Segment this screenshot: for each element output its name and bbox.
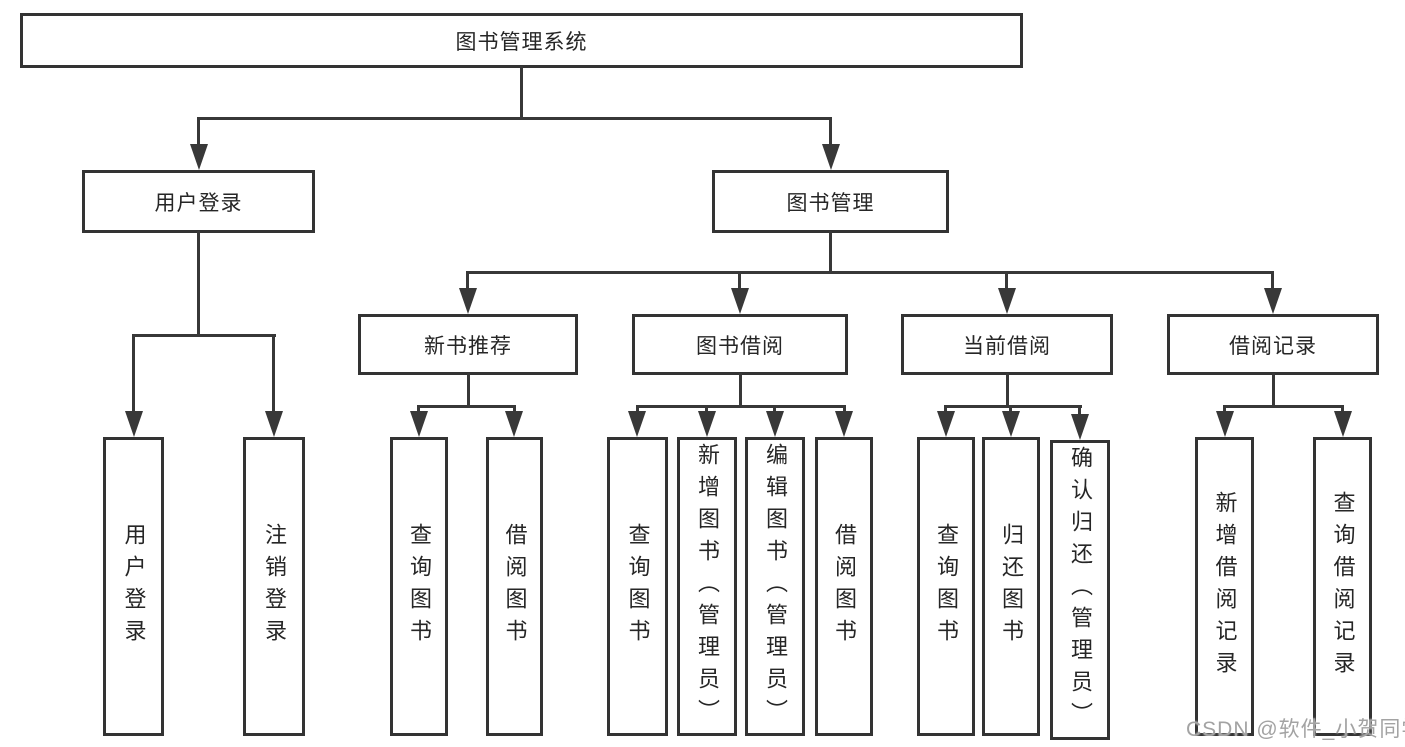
node-new-book-rec-label: 新书推荐: [424, 334, 512, 358]
leaf-return-books-label: 归还图书: [999, 522, 1024, 651]
arrow-down-icon: [998, 288, 1016, 314]
connector-leaf-drop: [843, 405, 846, 414]
leaf-user-login: 用户登录: [103, 437, 164, 736]
connector-modules-bus: [466, 271, 1274, 274]
node-current-borrow-label: 当前借阅: [963, 334, 1051, 358]
connector-leaf-drop: [1223, 405, 1226, 414]
node-borrow-records: 借阅记录: [1167, 314, 1379, 375]
leaf-borrow-query-books: 查询图书: [607, 437, 668, 736]
arrow-down-icon: [1071, 414, 1089, 440]
leaf-confirm-return-admin: 确认归还（管理员）: [1050, 440, 1110, 740]
connector-leaf-drop: [272, 334, 275, 414]
arrow-down-icon: [937, 411, 955, 437]
node-new-book-rec: 新书推荐: [358, 314, 578, 375]
arrow-down-icon: [265, 411, 283, 437]
arrow-down-icon: [190, 144, 208, 170]
leaf-cur-query-books-label: 查询图书: [934, 522, 959, 651]
connector-rec-stem: [467, 373, 470, 408]
node-book-borrow-label: 图书借阅: [696, 334, 784, 358]
node-book-mgmt-label: 图书管理: [786, 191, 875, 215]
arrow-down-icon: [125, 411, 143, 437]
arrow-down-icon: [698, 411, 716, 437]
leaf-query-borrow-record-label: 查询借阅记录: [1330, 490, 1356, 683]
node-borrow-records-label: 借阅记录: [1229, 334, 1317, 358]
arrow-down-icon: [1334, 411, 1352, 437]
connector-module-drop: [1271, 271, 1274, 291]
leaf-query-borrow-record: 查询借阅记录: [1313, 437, 1372, 736]
node-user-login-label: 用户登录: [154, 191, 243, 215]
connector-module-drop: [1005, 271, 1008, 291]
connector-user-login-stem: [197, 231, 200, 337]
node-user-login: 用户登录: [82, 170, 315, 233]
leaf-logout-label: 注销登录: [262, 522, 287, 651]
leaf-add-borrow-record-label: 新增借阅记录: [1212, 490, 1238, 683]
connector-leaf-drop: [705, 405, 708, 414]
connector-leaf-drop: [636, 405, 639, 414]
connector-leaf-drop: [513, 405, 516, 414]
connector-book-mgmt-stem: [829, 231, 832, 274]
connector-current-stem: [1006, 373, 1009, 408]
leaf-add-book-admin: 新增图书（管理员）: [677, 437, 737, 736]
arrow-down-icon: [628, 411, 646, 437]
arrow-down-icon: [1216, 411, 1234, 437]
csdn-watermark: CSDN @软件_小贺同学: [1186, 718, 1405, 741]
connector-borrow-stem: [739, 373, 742, 408]
leaf-rec-borrow-books-label: 借阅图书: [502, 522, 528, 651]
connector-leaf-drop: [773, 405, 776, 414]
arrow-down-icon: [410, 411, 428, 437]
connector-rec-bus: [417, 405, 516, 408]
leaf-add-borrow-record: 新增借阅记录: [1195, 437, 1254, 736]
node-current-borrow: 当前借阅: [901, 314, 1113, 375]
leaf-logout: 注销登录: [243, 437, 305, 736]
leaf-user-login-label: 用户登录: [121, 522, 147, 651]
arrow-down-icon: [1264, 288, 1282, 314]
arrow-down-icon: [459, 288, 477, 314]
connector-leaf-drop: [1078, 405, 1081, 417]
arrow-down-icon: [822, 144, 840, 170]
connector-leaf-drop: [417, 405, 420, 414]
connector-borrow-bus: [636, 405, 846, 408]
connector-user-login-drop: [197, 117, 200, 147]
arrow-down-icon: [835, 411, 853, 437]
leaf-confirm-return-admin-label: 确认归还（管理员）: [1068, 446, 1093, 734]
connector-leaf-drop: [1009, 405, 1012, 414]
connector-leaf-drop: [1341, 405, 1344, 414]
leaf-return-books: 归还图书: [982, 437, 1040, 736]
connector-module-drop: [738, 271, 741, 291]
arrow-down-icon: [766, 411, 784, 437]
connector-book-mgmt-drop: [829, 117, 832, 147]
leaf-cur-query-books: 查询图书: [917, 437, 975, 736]
connector-module-drop: [466, 271, 469, 291]
arrow-down-icon: [505, 411, 523, 437]
leaf-borrow-books-label: 借阅图书: [832, 522, 857, 651]
connector-records-stem: [1272, 373, 1275, 408]
connector-current-bus: [944, 405, 1082, 408]
leaf-borrow-books: 借阅图书: [815, 437, 873, 736]
connector-records-bus: [1223, 405, 1344, 408]
arrow-down-icon: [1002, 411, 1020, 437]
leaf-rec-query-books: 查询图书: [390, 437, 448, 736]
leaf-rec-query-books-label: 查询图书: [407, 522, 432, 651]
connector-leaf-drop: [132, 334, 135, 414]
connector-leaf-drop: [944, 405, 947, 414]
connector-user-login-bus: [132, 334, 276, 337]
leaf-rec-borrow-books: 借阅图书: [486, 437, 543, 736]
leaf-add-book-admin-label: 新增图书（管理员）: [695, 442, 720, 731]
leaf-edit-book-admin: 编辑图书（管理员）: [745, 437, 805, 736]
node-root-label: 图书管理系统: [455, 30, 588, 54]
leaf-edit-book-admin-label: 编辑图书（管理员）: [763, 442, 788, 731]
arrow-down-icon: [731, 288, 749, 314]
connector-root-stem: [520, 66, 523, 120]
connector-level2-bus: [197, 117, 832, 120]
node-book-borrow: 图书借阅: [632, 314, 848, 375]
node-root: 图书管理系统: [20, 13, 1023, 68]
node-book-mgmt: 图书管理: [712, 170, 949, 233]
leaf-borrow-query-books-label: 查询图书: [625, 522, 651, 651]
